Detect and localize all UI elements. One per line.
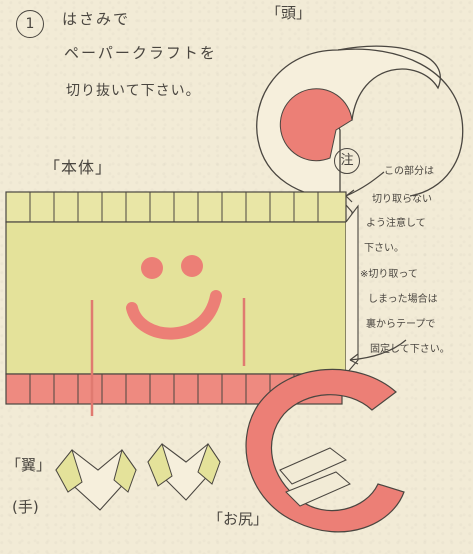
note-line: この部分は — [384, 166, 434, 177]
note-line: 切り取らない — [372, 194, 432, 205]
label-body: 「本体」 — [44, 158, 113, 177]
note-badge: 注 — [334, 148, 360, 174]
note-line: 固定して下さい。 — [370, 344, 450, 355]
annotation-arrows — [345, 171, 407, 365]
note-line: 下さい。 — [364, 243, 404, 254]
label-wings: 「翼」 — [6, 456, 52, 474]
note-line: 裏からテープで — [366, 319, 436, 330]
wing-left — [55, 448, 137, 511]
label-head: 「頭」 — [266, 4, 312, 22]
label-hands: (手) — [12, 498, 39, 516]
instruction-line-1: はさみで — [62, 10, 131, 28]
tail-piece — [245, 368, 405, 533]
note-line: ※切り取って — [360, 269, 418, 280]
wing-right — [147, 442, 221, 501]
note-line: よう注意して — [366, 218, 426, 229]
instruction-line-2: ペーパークラフトを — [64, 44, 217, 62]
instruction-line-3: 切り抜いて下さい。 — [66, 83, 201, 99]
step-number-badge: 1 — [16, 10, 44, 38]
label-tail: 「お尻」 — [208, 510, 269, 528]
note-line: しまった場合は — [368, 294, 438, 305]
